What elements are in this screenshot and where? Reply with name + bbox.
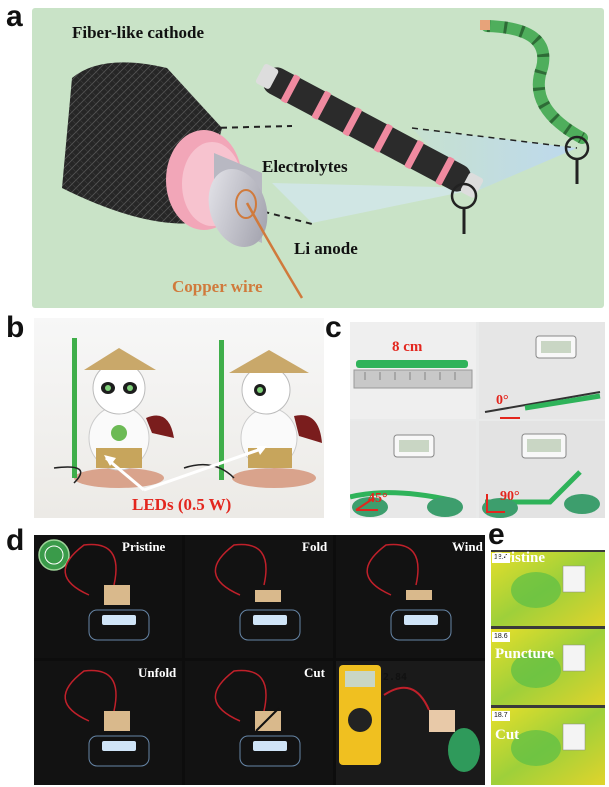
panel-label-b: b: [6, 311, 25, 344]
panel-label-d: d: [6, 524, 25, 557]
panel-c-photo: 8 cm 0° 45° 90°: [350, 322, 605, 518]
leds-label: LEDs (0.5 W): [132, 495, 232, 514]
angle-90-label: 90°: [500, 489, 520, 504]
panel-d-grid: Pristine Fold Wind Unfold Cut 2.84: [34, 535, 485, 785]
copper-wire-label: Copper wire: [172, 277, 263, 296]
state-unfold-label: Unfold: [138, 665, 177, 680]
thermal-cut-label: Cut: [495, 727, 520, 743]
state-cut-label: Cut: [304, 665, 325, 680]
deformation-led-demo: [34, 535, 485, 785]
electrolytes-label: Electrolytes: [262, 157, 348, 176]
state-pristine-label: Pristine: [122, 539, 166, 554]
panel-a-schematic: Fiber-like cathode Electrolytes Li anode…: [32, 8, 604, 308]
fiber-battery-illustration: [62, 20, 590, 299]
thermal-images: [491, 550, 605, 785]
state-wind-label: Wind: [452, 539, 483, 554]
thermal-pristine-label: Pristine: [495, 550, 545, 566]
temp-pristine: 18.4: [492, 553, 510, 563]
panel-b-photo: LEDs (0.5 W): [34, 318, 324, 518]
fiber-cathode-label: Fiber-like cathode: [72, 23, 205, 42]
panel-label-a: a: [6, 0, 23, 33]
bending-test-grid: [350, 322, 605, 518]
angle-45-label: 45°: [368, 491, 388, 506]
panel-e-thermal: 18.4 18.6 18.7 Pristine Puncture Cut: [491, 550, 605, 785]
panel-label-e: e: [488, 518, 505, 551]
temp-puncture: 18.6: [492, 632, 510, 642]
state-fold-label: Fold: [302, 539, 328, 554]
multimeter-reading: 2.84: [382, 672, 408, 683]
length-label: 8 cm: [392, 339, 423, 355]
panda-led-demo: [53, 338, 322, 492]
angle-0-label: 0°: [496, 393, 509, 408]
panel-label-c: c: [325, 311, 342, 344]
thermal-puncture-label: Puncture: [495, 646, 554, 662]
temp-cut: 18.7: [492, 711, 510, 721]
li-anode-label: Li anode: [294, 239, 358, 258]
